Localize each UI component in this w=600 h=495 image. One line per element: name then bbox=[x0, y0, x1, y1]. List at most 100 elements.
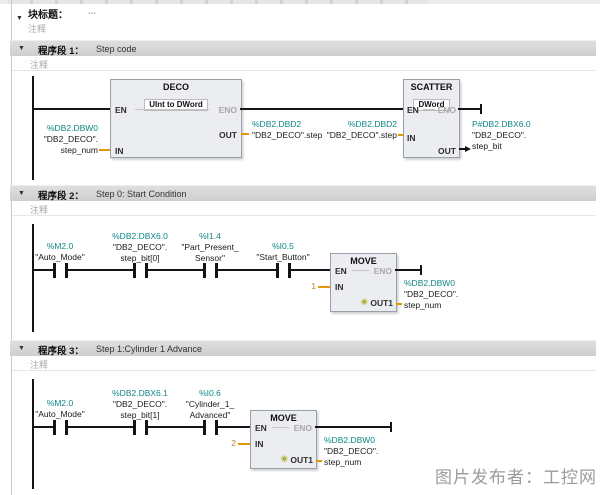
network-3-collapse-icon[interactable]: ▼ bbox=[18, 345, 25, 352]
network-3-canvas: %M2.0 "Auto_Mode" %DB2.DBX6.1 "DB2_DECO"… bbox=[0, 373, 600, 495]
network-3-label: 程序段 3： bbox=[38, 346, 84, 357]
add-output-icon[interactable]: ✳ bbox=[280, 454, 288, 464]
power-rail bbox=[32, 224, 34, 332]
data-wire bbox=[99, 149, 110, 151]
network-2-header[interactable]: ▼ 程序段 2： Step 0: Start Condition bbox=[10, 185, 596, 202]
scatter-block-title: SCATTER bbox=[410, 82, 453, 92]
data-wire bbox=[316, 460, 322, 462]
network-3-header[interactable]: ▼ 程序段 3： Step 1:Cylinder 1 Advance bbox=[10, 340, 596, 357]
contact-operand[interactable]: %M2.0 "Auto_Mode" bbox=[35, 398, 85, 419]
move-block-title: MOVE bbox=[270, 413, 297, 423]
contact[interactable] bbox=[53, 420, 56, 435]
network-2-canvas: %M2.0 "Auto_Mode" %DB2.DBX6.0 "DB2_DECO"… bbox=[0, 218, 600, 338]
network-1-collapse-icon[interactable]: ▼ bbox=[18, 45, 25, 52]
block-title-label: 块标题： bbox=[28, 10, 68, 21]
move-block[interactable]: MOVE EN ENO IN ✳ OUT1 bbox=[330, 253, 397, 312]
scatter-out-operand[interactable]: P#DB2.DBX6.0 "DB2_DECO". step_bit bbox=[472, 119, 531, 151]
deco-block[interactable]: DECO UInt to DWord EN ENO OUT IN bbox=[110, 79, 242, 158]
network-2-comment-row: 注释 bbox=[12, 202, 596, 216]
move-out-operand[interactable]: %DB2.DBW0 "DB2_DECO". step_num bbox=[324, 435, 379, 467]
contact[interactable] bbox=[276, 263, 279, 278]
contact-gap bbox=[56, 267, 65, 273]
pin-en: EN bbox=[407, 105, 419, 115]
network-2-comment[interactable]: 注释 bbox=[30, 205, 49, 215]
network-2-title[interactable]: Step 0: Start Condition bbox=[96, 188, 187, 199]
contact[interactable] bbox=[215, 263, 218, 278]
deco-out-operand[interactable]: %DB2.DBD2 "DB2_DECO".step bbox=[252, 119, 323, 140]
network-3-comment[interactable]: 注释 bbox=[30, 360, 49, 370]
pin-out: OUT bbox=[438, 146, 456, 156]
add-output-icon[interactable]: ✳ bbox=[360, 297, 368, 307]
contact-gap bbox=[136, 267, 145, 273]
network-1-comment[interactable]: 注释 bbox=[30, 60, 49, 70]
contact-operand[interactable]: %I1.4 "Part_Present_ Sensor" bbox=[181, 231, 239, 263]
contact-operand[interactable]: %I0.5 "Start_Button" bbox=[256, 241, 310, 262]
move-block[interactable]: MOVE EN ENO IN ✳ OUT1 bbox=[250, 410, 317, 469]
power-rail bbox=[32, 379, 34, 489]
contact[interactable] bbox=[215, 420, 218, 435]
pin-in: IN bbox=[255, 439, 264, 449]
network-2-label: 程序段 2： bbox=[38, 191, 84, 202]
block-title-collapse-icon[interactable]: ▼ bbox=[16, 15, 23, 22]
pin-in: IN bbox=[115, 146, 124, 156]
contact[interactable] bbox=[133, 420, 136, 435]
contact[interactable] bbox=[65, 263, 68, 278]
contact-gap bbox=[279, 267, 288, 273]
deco-in-operand[interactable]: %DB2.DBW0 "DB2_DECO". step_num bbox=[43, 123, 98, 155]
pin-eno: ENO bbox=[373, 266, 392, 276]
scatter-type-selector[interactable]: DWord bbox=[404, 94, 459, 112]
data-wire bbox=[396, 303, 402, 305]
network-1-title[interactable]: Step code bbox=[96, 43, 137, 54]
data-wire bbox=[241, 133, 249, 135]
wire bbox=[315, 426, 390, 428]
scatter-in-operand[interactable]: %DB2.DBD2 "DB2_DECO".step bbox=[326, 119, 397, 140]
en-eno-line bbox=[272, 427, 289, 428]
en-eno-line bbox=[135, 109, 209, 110]
pin-out1: OUT1 bbox=[370, 298, 393, 308]
pin-en: EN bbox=[115, 105, 127, 115]
watermark: 图片发布者：工控网 bbox=[435, 468, 597, 487]
data-wire bbox=[398, 134, 403, 136]
contact-operand[interactable]: %DB2.DBX6.0 "DB2_DECO". step_bit[0] bbox=[112, 231, 168, 263]
data-wire bbox=[318, 286, 330, 288]
move-in-constant[interactable]: 1 bbox=[311, 281, 316, 291]
pin-in: IN bbox=[407, 133, 416, 143]
contact-operand[interactable]: %DB2.DBX6.1 "DB2_DECO". step_bit[1] bbox=[112, 388, 168, 420]
contact[interactable] bbox=[288, 263, 291, 278]
contact[interactable] bbox=[53, 263, 56, 278]
pin-en: EN bbox=[255, 423, 267, 433]
wire bbox=[240, 108, 403, 110]
network-3-title[interactable]: Step 1:Cylinder 1 Advance bbox=[96, 343, 203, 354]
block-title-placeholder[interactable]: ... bbox=[88, 6, 97, 17]
deco-block-title: DECO bbox=[162, 82, 189, 92]
pin-out1: OUT1 bbox=[290, 455, 313, 465]
contact-operand[interactable]: %I0.6 "Cylinder_1_ Advanced" bbox=[185, 388, 235, 420]
network-1-header[interactable]: ▼ 程序段 1： Step code bbox=[10, 40, 596, 57]
contact-gap bbox=[136, 424, 145, 430]
contact[interactable] bbox=[145, 420, 148, 435]
contact[interactable] bbox=[145, 263, 148, 278]
move-block-title: MOVE bbox=[350, 256, 377, 266]
pin-en: EN bbox=[335, 266, 347, 276]
pin-eno: ENO bbox=[293, 423, 312, 433]
deco-type-selector[interactable]: UInt to DWord bbox=[111, 94, 241, 112]
contact[interactable] bbox=[133, 263, 136, 278]
top-ruler-ticks bbox=[8, 0, 428, 4]
contact-gap bbox=[206, 424, 215, 430]
contact[interactable] bbox=[203, 420, 206, 435]
contact[interactable] bbox=[65, 420, 68, 435]
editor-left-border bbox=[11, 0, 12, 495]
block-comment[interactable]: 注释 bbox=[28, 24, 47, 34]
scatter-block[interactable]: SCATTER DWord EN ENO IN OUT bbox=[403, 79, 460, 158]
contact[interactable] bbox=[203, 263, 206, 278]
contact-gap bbox=[206, 267, 215, 273]
move-out-operand[interactable]: %DB2.DBW0 "DB2_DECO". step_num bbox=[404, 278, 459, 310]
network-2-collapse-icon[interactable]: ▼ bbox=[18, 190, 25, 197]
wire-terminator bbox=[420, 265, 422, 275]
move-in-constant[interactable]: 2 bbox=[231, 438, 236, 448]
contact-operand[interactable]: %M2.0 "Auto_Mode" bbox=[35, 241, 85, 262]
out-arrow bbox=[465, 146, 471, 152]
pin-out: OUT bbox=[219, 130, 237, 140]
data-wire bbox=[238, 443, 250, 445]
